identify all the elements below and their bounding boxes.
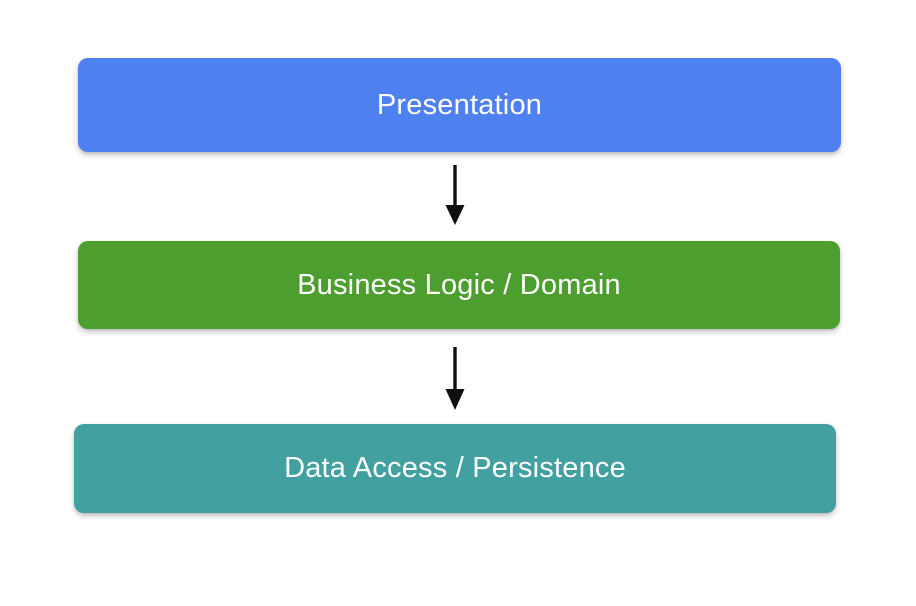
node-presentation-label: Presentation: [376, 88, 543, 121]
arrow-presentation-to-business-logic: [445, 165, 465, 225]
arrow-business-logic-to-data-access: [445, 347, 465, 410]
node-data-access-label: Data Access / Persistence: [284, 452, 626, 484]
node-presentation[interactable]: Presentation: [78, 58, 841, 152]
node-business-logic-label: Business Logic / Domain: [297, 268, 621, 301]
node-business-logic[interactable]: Business Logic / Domain: [78, 241, 840, 329]
node-data-access[interactable]: Data Access / Persistence: [74, 424, 836, 513]
